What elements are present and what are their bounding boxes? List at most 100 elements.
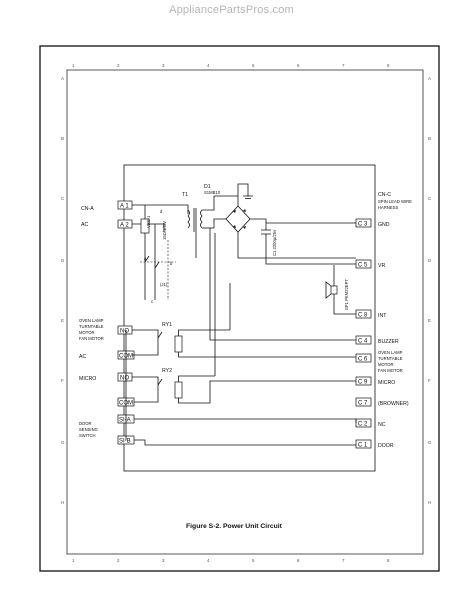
grid-num: 8 (387, 558, 390, 563)
fan-motor-left-label: FAN MOTOR (79, 336, 104, 341)
grid-num: 4 (207, 558, 210, 563)
grid-letter: C (61, 196, 65, 201)
ry1-label: RY1 (162, 322, 172, 328)
watermark: AppliancePartsPros.com (169, 4, 294, 16)
vr-label: VR (378, 263, 385, 269)
grid-num: 6 (297, 63, 300, 68)
wire-bridge-bottom (237, 232, 356, 259)
grid-letter: E (428, 318, 431, 323)
pin-c6-label: C 6 (358, 357, 368, 363)
grid-num: 3 (162, 558, 165, 563)
grid-letter: A (428, 76, 431, 81)
grid-letter: D (428, 258, 432, 263)
wire-ground (237, 183, 249, 196)
grid-num: 1 (72, 63, 75, 68)
ry2-coil (174, 381, 183, 399)
grid-letter: A (61, 76, 64, 81)
frame-outer (39, 45, 440, 572)
switch-left-label: SWITCH (79, 433, 96, 438)
pin-c3-label: C 3 (358, 222, 368, 228)
grid-num: 2 (117, 558, 120, 563)
ry2-coil-wires (178, 375, 356, 404)
pin-c7-label: C 7 (358, 401, 368, 407)
wire-door-nc (134, 418, 357, 423)
cn-c-desc2: HARNESS (378, 205, 398, 210)
wire-bridge-right (250, 218, 267, 223)
wire-t1-top (202, 195, 238, 211)
grid-letter: H (428, 500, 431, 505)
j1-label: (J1) (160, 282, 168, 287)
grid-num: 7 (342, 558, 345, 563)
capacitor-c1 (261, 223, 271, 258)
cn-c-desc1: SPIN LEAD WIRE (378, 199, 412, 204)
grid-letter: C (428, 196, 432, 201)
pin-c9-label: C 9 (358, 380, 368, 386)
grid-left: A B C D E F G H (61, 76, 65, 505)
pin-sib-label: SI-B (119, 439, 131, 445)
pin-c5-label: C 5 (358, 263, 368, 269)
pin-c7 (355, 397, 372, 407)
speaker-cone (325, 281, 332, 299)
grid-num: 5 (252, 558, 255, 563)
frame-inner (66, 69, 424, 555)
grid-letter: G (61, 440, 65, 445)
wire-sp1-int (333, 294, 356, 315)
bridge-rectifier (225, 205, 251, 233)
speaker-icon (330, 285, 338, 295)
fan-motor-label: FAN MOTOR (378, 368, 403, 373)
c1-label: C1 2200μ/25v (272, 229, 277, 256)
ry1-coil (174, 335, 183, 353)
wire-a1 (132, 204, 189, 214)
sp1-label: SP1 PKM22EPT (344, 279, 349, 310)
micro-left-label: MICRO (79, 376, 96, 382)
c-label: c (151, 299, 153, 304)
micro-label: MICRO (378, 380, 395, 386)
cn-a-label: CN-A (81, 206, 94, 212)
pin-no1-label: NO (120, 329, 129, 335)
grid-letter: F (428, 378, 431, 383)
pin-c5 (355, 259, 372, 269)
grid-num: 8 (387, 63, 390, 68)
b-label: b (170, 261, 173, 266)
pin-c3 (355, 218, 372, 228)
grid-letter: B (428, 136, 431, 141)
pin-c1-label: C 1 (358, 443, 368, 449)
switch-a (144, 233, 150, 300)
grid-right: A B C D E F G H (428, 76, 432, 505)
nc-label: NC (378, 422, 386, 428)
pin-c2-label: C 2 (358, 422, 368, 428)
a-label: a (144, 256, 147, 261)
wire-vr (265, 258, 356, 265)
pin-c6 (355, 353, 372, 363)
cn-a-ac-label: AC (81, 222, 88, 228)
ry1-coil-wires (178, 329, 356, 358)
d-label: d (160, 209, 163, 214)
grid-letter: B (61, 136, 64, 141)
grid-top: 1 2 3 4 5 6 7 8 (72, 63, 390, 68)
pin-c8-label: C 8 (358, 313, 368, 319)
cn-c-label: CN-C (378, 192, 391, 198)
motor-label: MOTOR (378, 362, 394, 367)
pin-a2-label: A 2 (120, 223, 129, 229)
figure-caption: Figure S-2. Power Unit Circuit (186, 523, 283, 530)
door-label: DOOR (378, 443, 394, 449)
grid-num: 1 (72, 558, 75, 563)
grid-letter: E (61, 318, 64, 323)
t1-label: T1 (182, 192, 188, 198)
turntable-label: TURNTABLE (378, 356, 403, 361)
browner-label: (BROWNER) (378, 401, 409, 407)
oven-lamp-left-label: OVEN LAMP (79, 318, 104, 323)
wire-buzzer (209, 228, 356, 341)
door-left-label: DOOR (79, 421, 92, 426)
oven-lamp-label: OVEN LAMP (378, 350, 403, 355)
ac-left-label: AC (79, 354, 86, 360)
ry2-label: RY2 (162, 368, 172, 374)
d1-part-label: S1MB10 (204, 190, 221, 195)
grid-bottom: 1 2 3 4 5 6 7 8 (72, 558, 390, 563)
switch-b (154, 232, 160, 300)
grid-num: 5 (252, 63, 255, 68)
grid-letter: D (61, 258, 65, 263)
grid-num: 7 (342, 63, 345, 68)
motor-left-label: MOTOR (79, 330, 95, 335)
